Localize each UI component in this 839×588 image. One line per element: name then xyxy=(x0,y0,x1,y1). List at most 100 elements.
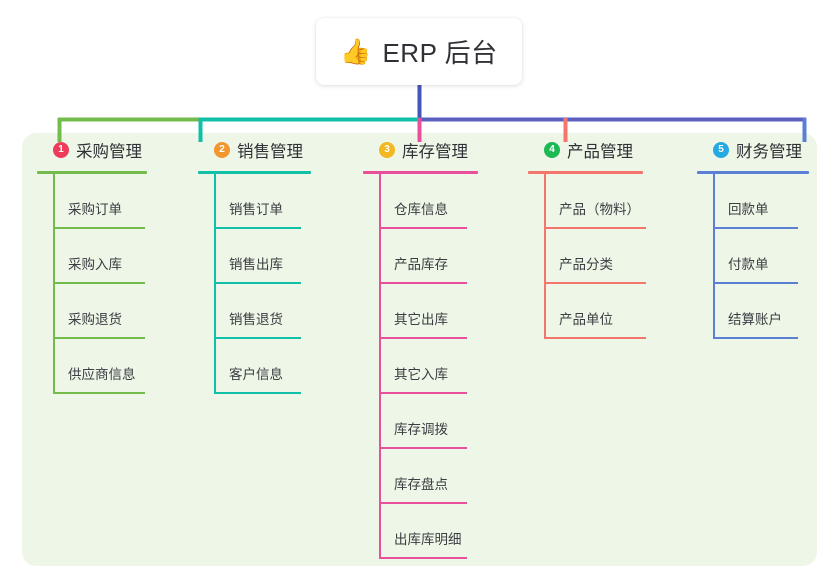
root-node-title: ERP 后台 xyxy=(382,38,498,68)
branch-child-item[interactable]: 供应商信息 xyxy=(37,339,147,394)
branch-children-1: 采购订单采购入库采购退货供应商信息 xyxy=(37,174,147,394)
branch-child-rule xyxy=(53,227,145,229)
branch-spine-1 xyxy=(53,174,55,394)
branch-child-label: 供应商信息 xyxy=(68,367,136,382)
branch-child-rule xyxy=(379,502,467,504)
branch-child-rule xyxy=(713,282,798,284)
branch-children-4: 产品（物料） 产品分类产品单位 xyxy=(528,174,646,339)
branch-title-5: 财务管理 xyxy=(736,143,802,161)
branch-child-label: 其它出库 xyxy=(394,312,448,327)
branch-child-rule xyxy=(379,282,467,284)
branch-title-2: 销售管理 xyxy=(237,143,303,161)
branch-rule-1 xyxy=(37,171,147,174)
branch-child-label: 采购退货 xyxy=(68,312,122,327)
branch-child-label: 产品（物料） xyxy=(559,202,640,217)
branch-child-item[interactable]: 仓库信息 xyxy=(363,174,478,229)
branch-spine-2 xyxy=(214,174,216,394)
branch-child-label: 采购订单 xyxy=(68,202,122,217)
branch-child-item[interactable]: 付款单 xyxy=(697,229,809,284)
branch-child-label: 销售订单 xyxy=(229,202,283,217)
branch-badge-1: 1 xyxy=(53,142,69,158)
branch-child-item[interactable]: 采购退货 xyxy=(37,284,147,339)
branch-child-item[interactable]: 回款单 xyxy=(697,174,809,229)
branch-child-label: 销售出库 xyxy=(229,257,283,272)
branch-child-item[interactable]: 出库库明细 xyxy=(363,504,478,559)
branch-child-label: 产品单位 xyxy=(559,312,613,327)
branch-child-rule xyxy=(214,392,301,394)
branch-child-label: 出库库明细 xyxy=(394,532,462,547)
branch-child-item[interactable]: 产品单位 xyxy=(528,284,646,339)
diagram-background-panel xyxy=(22,133,817,566)
branch-badge-3: 3 xyxy=(379,142,395,158)
branch-children-5: 回款单付款单结算账户 xyxy=(697,174,809,339)
branch-child-item[interactable]: 库存调拨 xyxy=(363,394,478,449)
branch-child-label: 销售退货 xyxy=(229,312,283,327)
branch-child-item[interactable]: 其它出库 xyxy=(363,284,478,339)
branch-rule-4 xyxy=(528,171,643,174)
branch-child-label: 付款单 xyxy=(728,257,769,272)
branch-badge-2: 2 xyxy=(214,142,230,158)
branch-title-1: 采购管理 xyxy=(76,143,142,161)
branch-child-label: 库存调拨 xyxy=(394,422,448,437)
branch-header-3[interactable]: 3 库存管理 xyxy=(363,133,478,167)
branch-child-item[interactable]: 销售订单 xyxy=(198,174,311,229)
branch-child-item[interactable]: 产品库存 xyxy=(363,229,478,284)
branch-child-item[interactable]: 产品（物料） xyxy=(528,174,646,229)
branch-child-rule xyxy=(544,282,646,284)
branch-header-4[interactable]: 4 产品管理 xyxy=(528,133,643,167)
branch-child-label: 其它入库 xyxy=(394,367,448,382)
branch-child-rule xyxy=(379,337,467,339)
branch-child-rule xyxy=(379,392,467,394)
branch-child-item[interactable]: 库存盘点 xyxy=(363,449,478,504)
branch-rule-3 xyxy=(363,171,478,174)
branch-child-item[interactable]: 其它入库 xyxy=(363,339,478,394)
branch-child-item[interactable]: 结算账户 xyxy=(697,284,809,339)
branch-spine-3 xyxy=(379,174,381,559)
branch-child-item[interactable]: 销售出库 xyxy=(198,229,311,284)
root-node[interactable]: 👍 ERP 后台 xyxy=(316,18,522,85)
branch-child-label: 结算账户 xyxy=(728,312,782,327)
branch-child-rule xyxy=(379,557,467,559)
branch-badge-4: 4 xyxy=(544,142,560,158)
branch-column-3: 3 库存管理仓库信息产品库存其它出库其它入库库存调拨库存盘点出库库明细 xyxy=(363,133,478,559)
branch-child-label: 回款单 xyxy=(728,202,769,217)
branch-child-label: 产品分类 xyxy=(559,257,613,272)
branch-spine-4 xyxy=(544,174,546,339)
branch-child-label: 产品库存 xyxy=(394,257,448,272)
branch-child-rule xyxy=(713,227,798,229)
branch-child-rule xyxy=(53,337,145,339)
branch-child-rule xyxy=(544,337,646,339)
thumbs-up-icon: 👍 xyxy=(340,38,372,66)
branch-header-5[interactable]: 5 财务管理 xyxy=(697,133,809,167)
branch-child-rule xyxy=(214,337,301,339)
branch-children-2: 销售订单销售出库销售退货客户信息 xyxy=(198,174,311,394)
branch-child-item[interactable]: 销售退货 xyxy=(198,284,311,339)
branch-child-rule xyxy=(379,447,467,449)
branch-child-item[interactable]: 客户信息 xyxy=(198,339,311,394)
branch-child-rule xyxy=(379,227,467,229)
branch-column-2: 2 销售管理销售订单销售出库销售退货客户信息 xyxy=(198,133,311,394)
branch-title-3: 库存管理 xyxy=(402,143,468,161)
branch-rule-5 xyxy=(697,171,809,174)
branch-child-rule xyxy=(544,227,646,229)
branch-child-rule xyxy=(214,282,301,284)
branch-column-5: 5 财务管理回款单付款单结算账户 xyxy=(697,133,809,339)
branch-title-4: 产品管理 xyxy=(567,143,633,161)
branch-spine-5 xyxy=(713,174,715,339)
branch-child-item[interactable]: 产品分类 xyxy=(528,229,646,284)
branch-child-label: 仓库信息 xyxy=(394,202,448,217)
branch-child-item[interactable]: 采购订单 xyxy=(37,174,147,229)
branch-header-1[interactable]: 1 采购管理 xyxy=(37,133,147,167)
branch-child-rule xyxy=(53,282,145,284)
branch-rule-2 xyxy=(198,171,311,174)
branch-child-rule xyxy=(53,392,145,394)
branch-badge-5: 5 xyxy=(713,142,729,158)
branch-column-4: 4 产品管理产品（物料） 产品分类产品单位 xyxy=(528,133,646,339)
branch-child-label: 采购入库 xyxy=(68,257,122,272)
branch-column-1: 1 采购管理采购订单采购入库采购退货供应商信息 xyxy=(37,133,147,394)
branch-child-label: 库存盘点 xyxy=(394,477,448,492)
branch-child-item[interactable]: 采购入库 xyxy=(37,229,147,284)
branch-children-3: 仓库信息产品库存其它出库其它入库库存调拨库存盘点出库库明细 xyxy=(363,174,478,559)
branch-header-2[interactable]: 2 销售管理 xyxy=(198,133,311,167)
branch-child-label: 客户信息 xyxy=(229,367,283,382)
